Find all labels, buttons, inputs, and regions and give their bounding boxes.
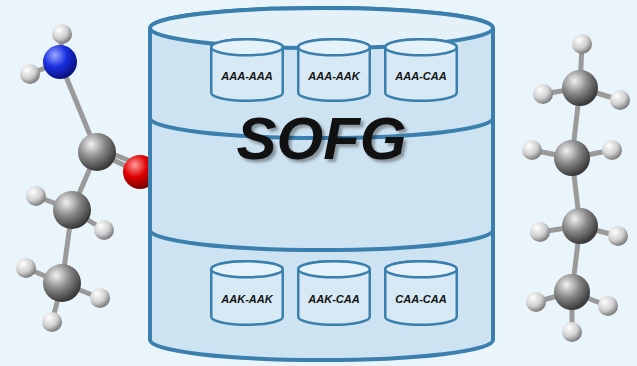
cylinder-body	[211, 39, 283, 101]
database-cylinder: SOFG AAA-AAA AAA-AAK AAA-CAA AAK-AAK AAK-CAA C…	[148, 6, 495, 362]
sub-database-cylinder: AAA-AAK	[297, 38, 371, 102]
cylinder-top	[298, 261, 370, 277]
cylinder-body	[385, 39, 457, 101]
sub-database-cylinder: AAK-AAK	[210, 260, 284, 326]
database-title: SOFG	[236, 104, 406, 173]
cylinder-top	[385, 39, 457, 55]
cylinder-body	[150, 8, 493, 360]
cylinder-body	[298, 261, 370, 325]
sub-database-label: AAK-AAK	[221, 293, 272, 305]
cylinder-body	[385, 261, 457, 325]
sub-database-label: AAK-CAA	[308, 293, 359, 305]
cylinder-top	[385, 261, 457, 277]
cylinder-body	[298, 39, 370, 101]
sub-database-cylinder: AAK-CAA	[297, 260, 371, 326]
cylinder-body	[211, 261, 283, 325]
sub-database-label: AAA-AAK	[308, 70, 359, 82]
sub-database-cylinder: AAA-CAA	[384, 38, 458, 102]
sub-database-label: AAA-CAA	[395, 70, 446, 82]
sub-database-label: AAA-AAA	[221, 70, 272, 82]
sub-database-label: CAA-CAA	[395, 293, 446, 305]
tier-seam	[150, 230, 493, 250]
sub-database-cylinder: AAA-AAA	[210, 38, 284, 102]
cylinder-top	[298, 39, 370, 55]
cylinder-top	[211, 39, 283, 55]
propanamide-molecule	[16, 24, 157, 332]
butane-molecule	[522, 34, 630, 342]
cylinder-top	[211, 261, 283, 277]
sub-database-cylinder: CAA-CAA	[384, 260, 458, 326]
